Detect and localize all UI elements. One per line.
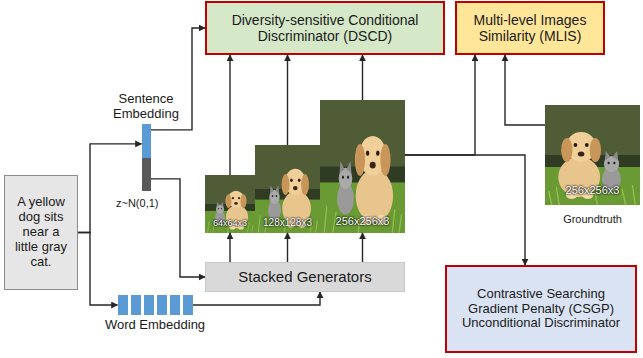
resolution-label: 256x256x3 (336, 215, 390, 228)
connector (405, 155, 525, 265)
text-block: A yellow dog sits near a little gray cat… (10, 195, 72, 270)
similarity-box: Multi-level Images Similarity (MLIS) (455, 1, 605, 55)
connector (229, 55, 230, 175)
resolution-label: 128x128x3 (263, 217, 312, 229)
groundtruth-photo: 256x256x3 (545, 105, 640, 205)
connector (193, 292, 321, 305)
word-vector (183, 295, 193, 315)
box-text: Stacked Generators (238, 268, 371, 285)
word-vector (131, 295, 141, 315)
photo-128 (255, 145, 320, 233)
sentence-embedding: Sentence Embedding (106, 92, 186, 191)
box-text: Contrastive Searching Gradient Penalty (… (452, 287, 630, 332)
embedding-title: Sentence Embedding (106, 92, 186, 122)
box-text: Diversity-sensitive Conditional Discrimi… (212, 12, 438, 44)
resolution-label: 256x256x3 (566, 184, 620, 197)
photo-64 (205, 175, 255, 233)
sentence-part (142, 124, 151, 158)
connector (151, 179, 206, 277)
connector (78, 233, 118, 306)
embedding-vectors (118, 295, 193, 315)
photo-256 (320, 100, 405, 233)
noise-label: z~N(0,1) (116, 197, 159, 209)
word-vector (170, 295, 180, 315)
text-block: Stacked Generators (238, 268, 371, 285)
word-vector (118, 295, 128, 315)
word-vector (157, 295, 167, 315)
photo-groundtruth (545, 105, 640, 205)
connector (362, 55, 363, 100)
word-embedding: Word Embedding (100, 295, 210, 333)
connector (505, 55, 545, 125)
noise-part (142, 158, 151, 191)
penalty-box: Contrastive Searching Gradient Penalty (… (445, 265, 637, 353)
resolution-label: 64x64x3 (213, 218, 247, 228)
connector (229, 233, 230, 262)
connector (78, 144, 142, 233)
connectors (78, 28, 545, 305)
text-block: Diversity-sensitive Conditional Discrimi… (212, 12, 438, 44)
photo-groundtruth-scene (545, 105, 640, 205)
generated-image: 128x128x3 (255, 145, 320, 233)
box-text: Multi-level Images Similarity (MLIS) (462, 12, 598, 44)
image-caption: Groundtruth (545, 213, 640, 226)
connector (287, 233, 288, 262)
connector (362, 233, 363, 262)
box-text: A yellow dog sits near a little gray cat… (10, 195, 72, 270)
text-block: Multi-level Images Similarity (MLIS) (462, 12, 598, 44)
connector (405, 55, 475, 155)
connector (287, 55, 288, 145)
generator-box: Stacked Generators (205, 262, 405, 292)
text-block: Contrastive Searching Gradient Penalty (… (452, 287, 630, 332)
word-vector (144, 295, 154, 315)
caption-holder: Groundtruth (545, 213, 640, 226)
generated-image: 256x256x3 (320, 100, 405, 233)
embedding-vector (142, 124, 151, 191)
groundtruth-image: 256x256x3Groundtruth (545, 105, 640, 226)
caption-box: A yellow dog sits near a little gray cat… (4, 175, 78, 290)
discriminator-box: Diversity-sensitive Conditional Discrimi… (205, 1, 445, 55)
embedding-title: Word Embedding (100, 318, 210, 333)
generated-image: 64x64x3 (205, 175, 255, 233)
